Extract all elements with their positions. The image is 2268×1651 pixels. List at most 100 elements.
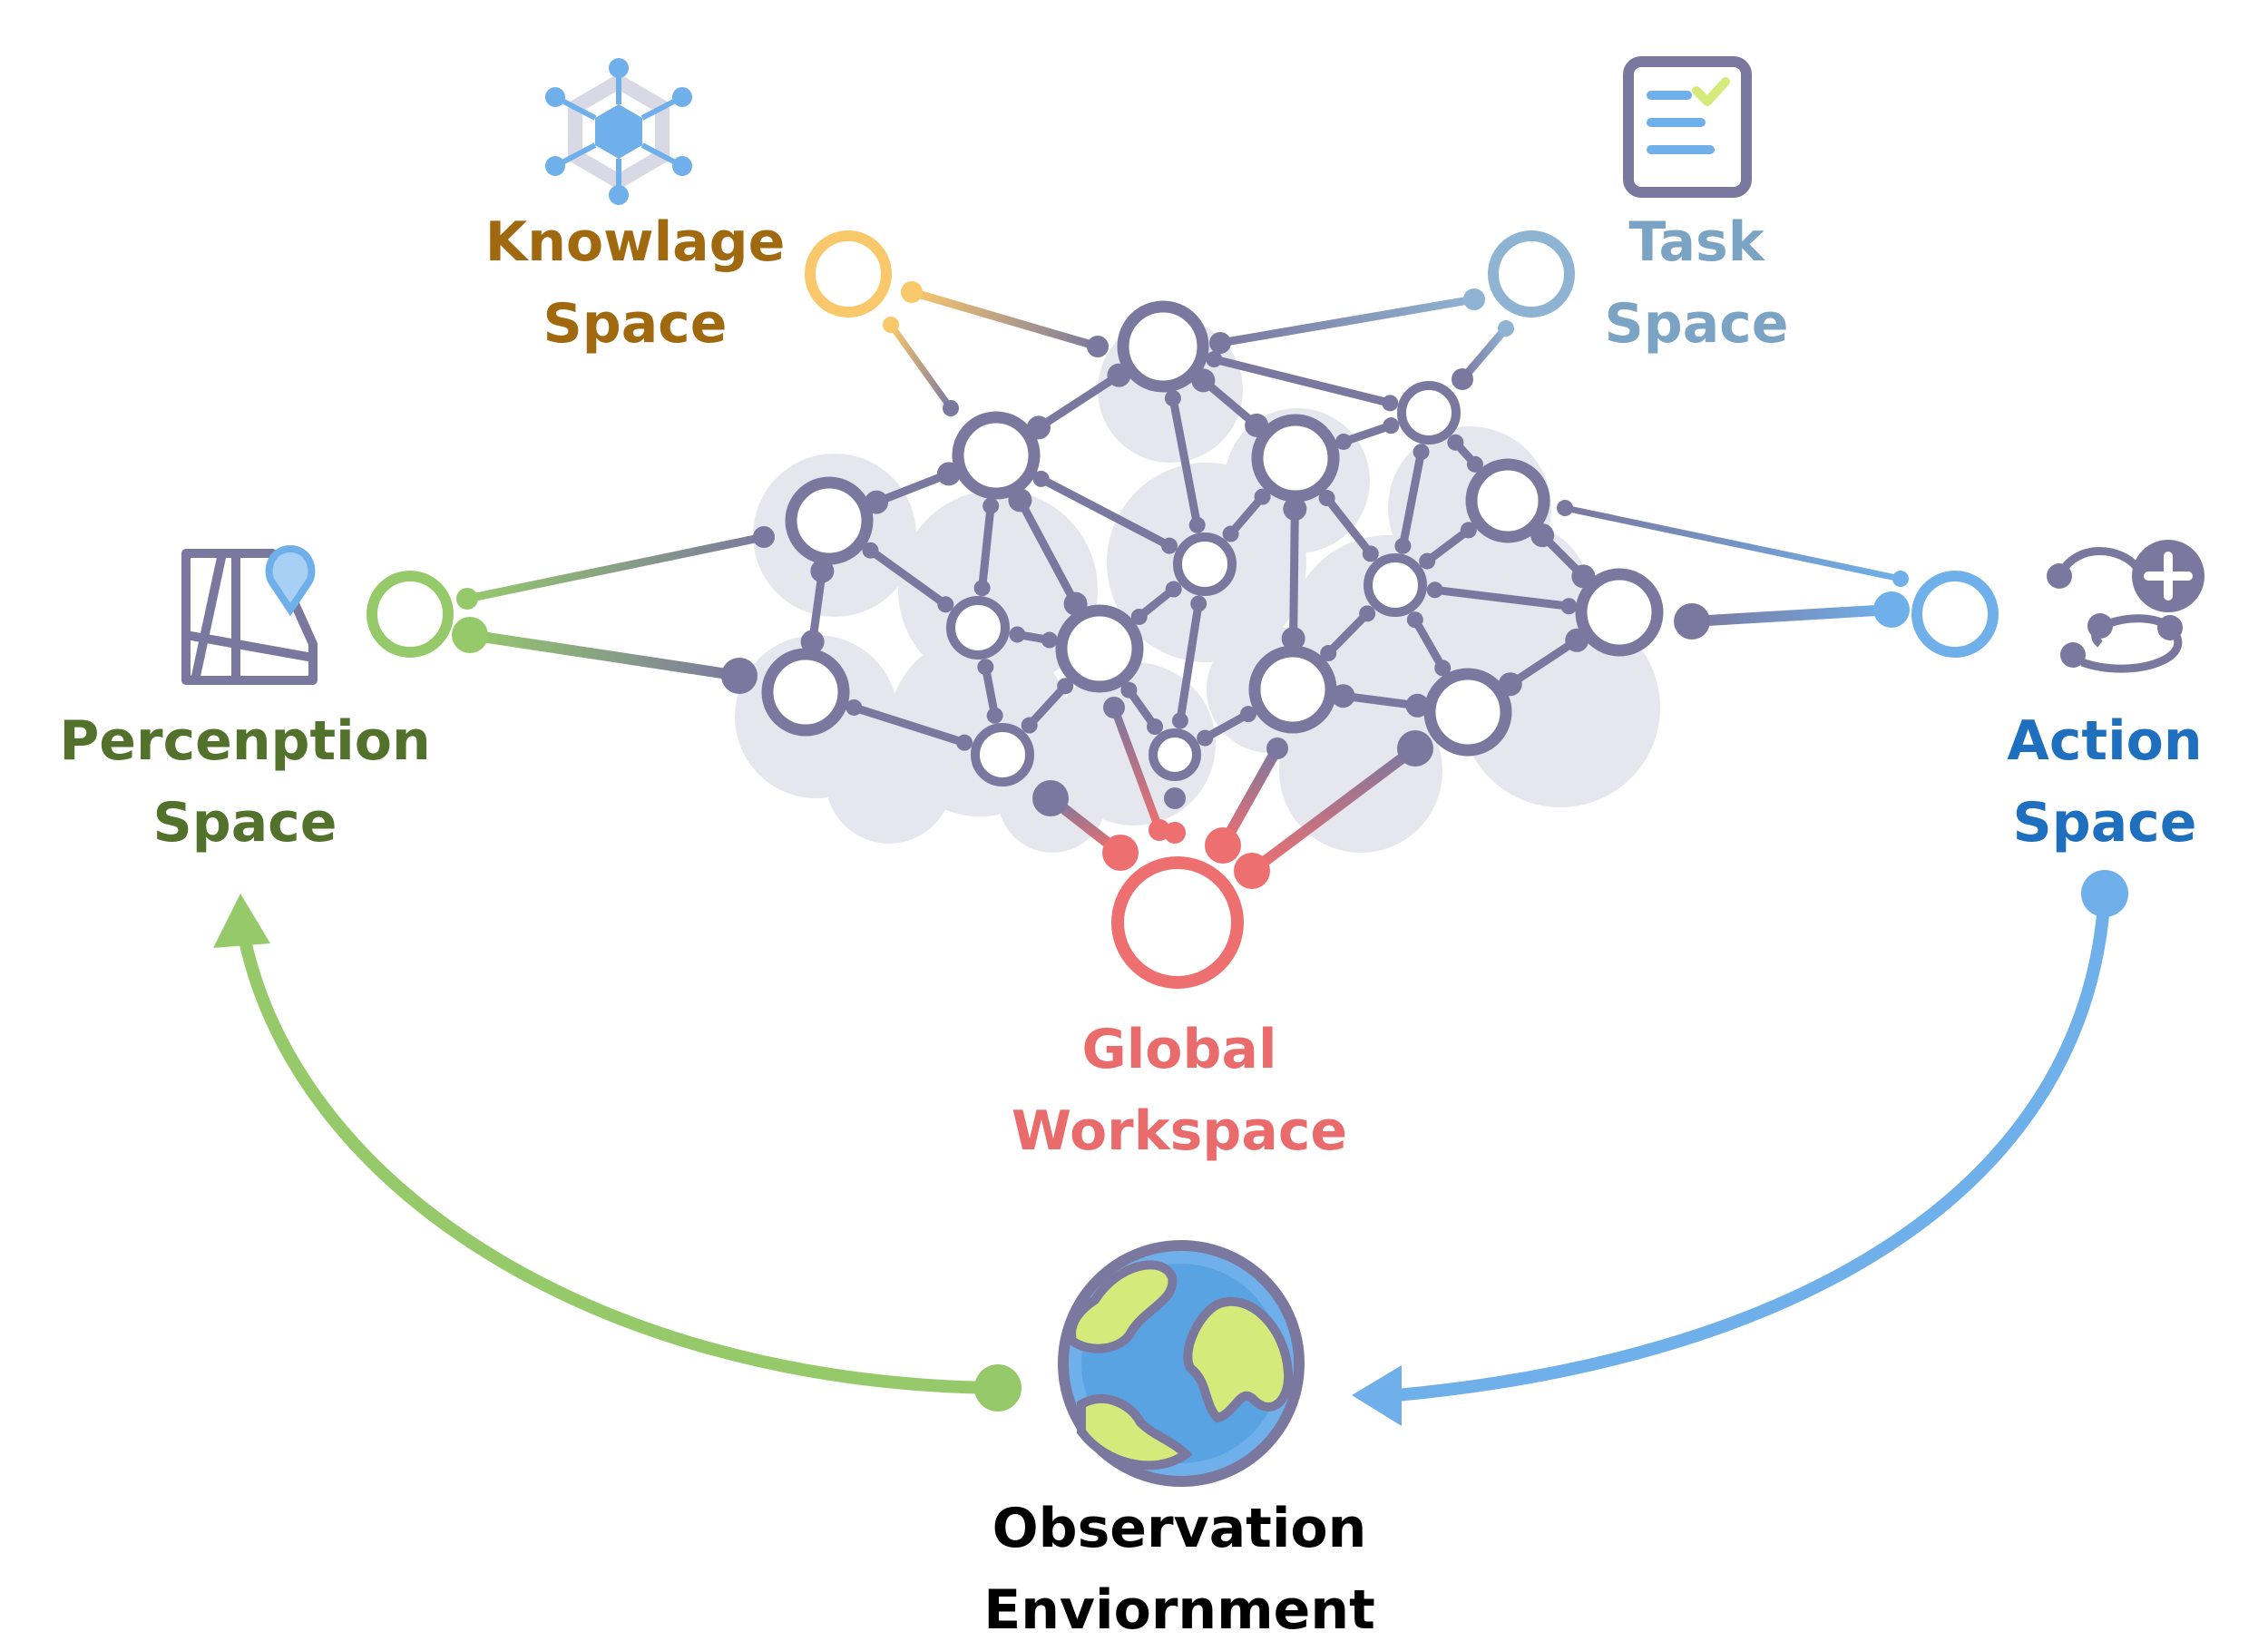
- space-link-end: [1032, 780, 1069, 816]
- network-nodes: [761, 300, 1664, 786]
- knowledge-space-label-line2: Space: [543, 292, 728, 356]
- global-workspace-label-line2: Workspace: [1011, 1099, 1348, 1163]
- network-edge: [1037, 474, 1174, 551]
- network-node: [1575, 568, 1664, 657]
- space-link-end: [1674, 603, 1710, 640]
- network-edge-end: [1405, 693, 1430, 718]
- network-edge-end: [937, 596, 954, 613]
- network-edge: [1411, 615, 1447, 672]
- network-edge-end: [1406, 611, 1423, 629]
- network-edge: [1422, 525, 1473, 566]
- network-edge-end: [956, 734, 973, 751]
- task-space-label-line2: Space: [1604, 292, 1789, 356]
- space-link-end: [1498, 320, 1514, 337]
- network-node: [785, 476, 874, 565]
- network-edge-end: [1394, 537, 1412, 554]
- globe-icon: [1058, 1240, 1305, 1487]
- network-node: [1248, 645, 1337, 734]
- network-node: [1364, 553, 1427, 617]
- global-workspace-label: Global Workspace: [980, 1009, 1379, 1172]
- network-edge-end: [1197, 729, 1214, 747]
- network-edge-end: [1164, 389, 1181, 406]
- space-link: [907, 288, 1102, 351]
- network-edge: [1506, 636, 1581, 689]
- space-link-end: [721, 658, 758, 694]
- network-edge-end: [982, 497, 1000, 514]
- action-space-label-line2: Space: [2012, 791, 2197, 855]
- action-output-dot: [2081, 870, 2128, 917]
- network-edge: [1324, 609, 1372, 658]
- network-edge-end: [846, 698, 863, 716]
- space-link-end: [1205, 827, 1241, 864]
- network-node: [1465, 458, 1550, 543]
- network-edge: [981, 662, 1000, 720]
- route-plus-icon: [2047, 540, 2204, 673]
- perception-feedback-arrow: [234, 910, 1004, 1394]
- network-edge-end: [977, 659, 994, 676]
- network-node: [1173, 532, 1237, 596]
- network-node: [1117, 300, 1209, 393]
- space-link-end: [456, 588, 478, 610]
- network-edge: [1398, 447, 1426, 551]
- hexagon-network-icon: [545, 58, 692, 205]
- network-edge: [808, 566, 826, 647]
- network-edge-end: [1147, 718, 1164, 736]
- network-edge: [1025, 681, 1070, 730]
- network-edge: [1200, 709, 1253, 743]
- network-edge: [849, 703, 969, 747]
- action-space-label-line1: Action: [2007, 709, 2203, 773]
- perception-arrowhead: [213, 894, 270, 948]
- network-edge: [978, 502, 995, 592]
- task-space-node: [1488, 230, 1575, 318]
- space-link-end: [1557, 500, 1573, 516]
- space-link: [1217, 743, 1283, 851]
- map-pin-icon: [181, 544, 318, 685]
- network-edge: [1289, 504, 1299, 643]
- space-link-end: [883, 317, 899, 333]
- network-node: [1055, 604, 1144, 693]
- space-link-end: [1463, 288, 1485, 310]
- network-edge: [1339, 421, 1395, 446]
- network-edge-end: [1383, 417, 1400, 435]
- action-space-node: [1911, 571, 1999, 658]
- network-edge-end: [1460, 522, 1477, 539]
- network-edge-end: [1560, 598, 1578, 615]
- space-link-end: [1164, 822, 1186, 844]
- space-link-end: [901, 281, 923, 303]
- network-node: [1149, 728, 1201, 781]
- network-edge: [1015, 495, 1080, 609]
- network-edge: [1339, 691, 1422, 710]
- network-node: [761, 648, 850, 737]
- space-link: [887, 321, 954, 412]
- network-node: [971, 723, 1034, 786]
- network-edge-end: [1254, 488, 1271, 505]
- network-edge-end: [1206, 351, 1223, 368]
- network-edge-end: [1041, 631, 1058, 649]
- observation-environment-label: Observation Enviornment: [943, 1488, 1415, 1651]
- network-edge-end: [1281, 627, 1305, 651]
- network-edge-end: [1160, 537, 1178, 554]
- network-edge-end: [1222, 525, 1239, 542]
- network-edge-end: [1009, 626, 1026, 643]
- knowledge-space-label-line1: Knowlage: [484, 210, 786, 274]
- network-node: [952, 411, 1041, 500]
- network-edge-end: [1320, 645, 1337, 662]
- network-edge: [1323, 493, 1375, 558]
- network-edge: [872, 469, 953, 507]
- network-edge-end: [986, 707, 1003, 724]
- network-edge-end: [862, 542, 879, 559]
- action-arrowhead: [1352, 1365, 1402, 1426]
- space-link-end: [1087, 336, 1109, 357]
- network-edge-end: [810, 559, 835, 583]
- space-link-end: [1209, 332, 1231, 354]
- network-edge-end: [1240, 706, 1257, 723]
- checklist-document-icon: [1623, 56, 1752, 198]
- network-edge-end: [1190, 595, 1207, 612]
- background-blob: [1279, 689, 1442, 853]
- action-space-label: Action Space: [1960, 700, 2250, 864]
- network-edge-end: [1057, 678, 1074, 695]
- network-edge-end: [1413, 444, 1430, 461]
- space-link: [463, 532, 768, 603]
- background-blob: [826, 717, 953, 844]
